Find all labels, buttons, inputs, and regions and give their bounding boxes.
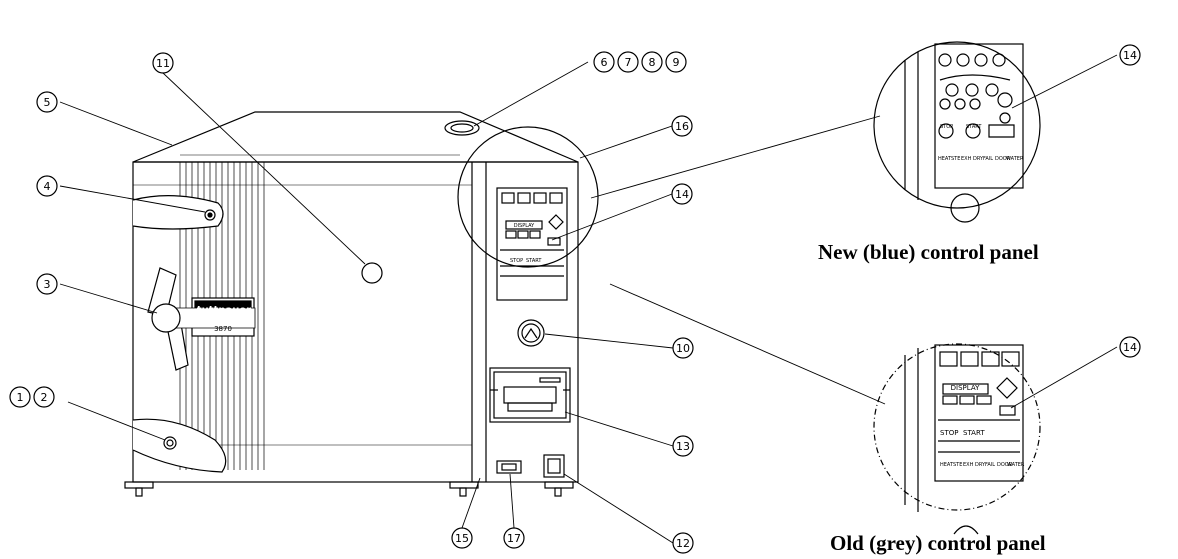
callout-8: 8 (649, 56, 656, 69)
new-start-label: START (966, 124, 982, 130)
callout-14-new: 14 (1123, 49, 1137, 62)
callout-circles (9, 44, 1141, 554)
old-display-label: DISPLAY (951, 384, 980, 392)
svg-text:FAIL: FAIL (985, 462, 995, 468)
callout-11: 11 (156, 57, 170, 70)
door-knob (147, 267, 256, 371)
svg-text:FAIL: FAIL (983, 156, 993, 162)
feet (124, 481, 574, 497)
svg-text:EXH: EXH (961, 156, 972, 162)
printer (489, 367, 571, 423)
old-panel-caption: Old (grey) control panel (830, 531, 1046, 555)
rs232-port (496, 460, 522, 474)
callout-7: 7 (625, 56, 632, 69)
bottom-handle (132, 418, 227, 473)
svg-text:STE: STE (953, 462, 962, 468)
new-panel-caption: New (blue) control panel (818, 240, 1039, 264)
svg-text:DRY: DRY (973, 156, 984, 162)
svg-text:STE: STE (951, 156, 960, 162)
svg-text:HEAT: HEAT (938, 156, 952, 162)
main-control-panel (496, 187, 568, 301)
leader-lines (59, 54, 1118, 544)
svg-text:WATER: WATER (1006, 156, 1024, 162)
callout-16: 16 (675, 120, 689, 133)
svg-text:DOOR: DOOR (997, 462, 1013, 468)
svg-text:WATER: WATER (1007, 462, 1025, 468)
svg-text:EXH: EXH (963, 462, 974, 468)
callout-5: 5 (44, 96, 51, 109)
callout-2: 2 (41, 391, 48, 404)
callout-10: 10 (676, 342, 690, 355)
callout-1: 1 (17, 391, 24, 404)
callout-3: 3 (44, 278, 51, 291)
callout-4: 4 (44, 180, 51, 193)
pressure-gauge (517, 319, 545, 347)
new-stop-label: STOP (940, 124, 953, 130)
old-indicator-labels: HEAT STE EXH DRY FAIL DOOR WATER (940, 462, 1025, 468)
main-stop-label: STOP (510, 258, 523, 264)
brand-logo: tuttnauer (197, 305, 251, 316)
svg-text:DRY: DRY (975, 462, 986, 468)
new-indicator-labels: HEAT STE EXH DRY FAIL DOOR WATER (938, 156, 1024, 162)
old-start-label: START (963, 429, 985, 437)
main-start-label: START (526, 258, 542, 264)
top-port (444, 120, 480, 136)
old-stop-label: STOP (940, 429, 958, 437)
power-switch (543, 454, 565, 478)
indicator-light (361, 262, 383, 284)
callout-15: 15 (455, 532, 469, 545)
callout-6: 6 (601, 56, 608, 69)
callout-13: 13 (676, 440, 690, 453)
callout-14-old: 14 (1123, 341, 1137, 354)
svg-text:DOOR: DOOR (995, 156, 1011, 162)
main-display-label: DISPLAY (514, 223, 535, 229)
top-handle (132, 195, 224, 230)
callout-9: 9 (673, 56, 680, 69)
callout-numbers: 11 6 7 8 9 5 16 4 14 3 10 1 2 13 12 17 1… (17, 49, 1138, 550)
callout-17: 17 (507, 532, 521, 545)
svg-text:HEAT: HEAT (940, 462, 954, 468)
callout-14-main: 14 (675, 188, 689, 201)
new-panel-zoom (873, 41, 1041, 223)
callout-12: 12 (676, 537, 690, 550)
main-panel-zoom-ring (457, 126, 599, 268)
old-panel-zoom (873, 343, 1041, 535)
model-label: 3870 (214, 325, 232, 333)
